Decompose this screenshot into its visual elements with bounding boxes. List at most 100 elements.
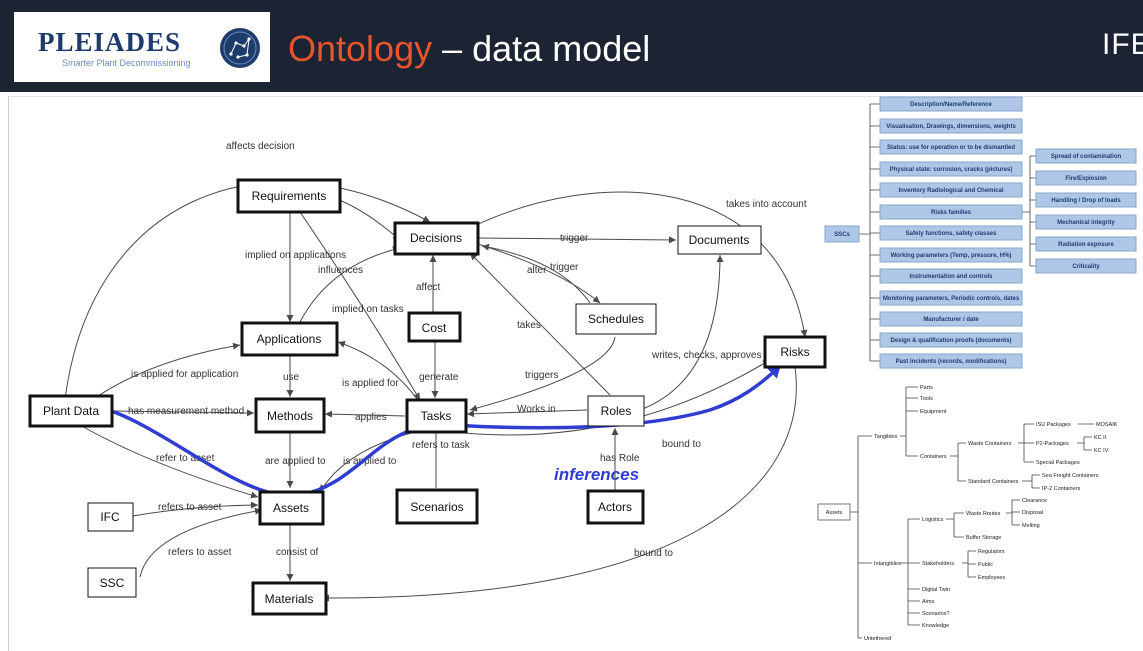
inference-label: inferences bbox=[554, 465, 639, 484]
ssc-item: Status: use for operation or to be disma… bbox=[879, 139, 1023, 155]
node-applications-label: Applications bbox=[257, 332, 322, 346]
edge-writes-checks-approves bbox=[639, 254, 724, 411]
risk-family-label: Mechanical integrity bbox=[1057, 220, 1115, 226]
title-accent: Ontology bbox=[288, 28, 433, 69]
ssc-item-label: Past incidents (records, modifications) bbox=[896, 359, 1007, 365]
risk-family: Mechanical integrity bbox=[1035, 214, 1137, 230]
tree-clearance: Clearance bbox=[1022, 498, 1047, 504]
label-refers-to-task: refers to task bbox=[412, 440, 471, 451]
ssc-item: Instrumentation and controls bbox=[879, 268, 1023, 284]
ssc-item-label: Design & qualification proofs (documents… bbox=[890, 338, 1011, 344]
ssc-item-label: Manufacturer / date bbox=[923, 317, 979, 323]
tree-containers: Containers bbox=[920, 454, 947, 460]
tree-waste-containers: Waste Containers bbox=[968, 441, 1012, 447]
label-implied-on-applications: implied on applications bbox=[245, 250, 346, 261]
assets-tree: Assets Tangibles Parts Tools Equipment C… bbox=[817, 385, 1118, 642]
node-methods-label: Methods bbox=[267, 409, 313, 423]
tree-kc2: KC II bbox=[1094, 435, 1107, 441]
edge-trigger-schedules bbox=[481, 243, 591, 304]
ssc-item-label: Status: use for operation or to be disma… bbox=[887, 145, 1015, 151]
tree-sea-freight: Sea Freight Containers bbox=[1042, 473, 1099, 479]
slide-body bbox=[8, 96, 1143, 651]
node-roles[interactable]: Roles bbox=[587, 395, 645, 427]
tree-isu-packages: ISU Packages bbox=[1036, 422, 1071, 428]
ssc-item: Design & qualification proofs (documents… bbox=[879, 332, 1023, 348]
node-cost[interactable]: Cost bbox=[407, 311, 462, 343]
constellation-icon bbox=[220, 28, 260, 68]
label-use: use bbox=[283, 372, 300, 383]
tree-disposal: Disposal bbox=[1022, 510, 1043, 516]
ssc-item: Manufacturer / date bbox=[879, 311, 1023, 327]
node-risks[interactable]: Risks bbox=[763, 335, 827, 369]
label-trigger-schedules: trigger bbox=[550, 262, 579, 273]
risk-family: Radiation exposure bbox=[1035, 236, 1137, 252]
label-writes-checks-approves: writes, checks, approves bbox=[651, 350, 762, 361]
tree-parts: Parts bbox=[920, 385, 933, 391]
tree-intangibles: Intangibles bbox=[874, 561, 901, 567]
ssc-item: Risks families bbox=[879, 204, 1023, 220]
node-ssc[interactable]: SSC bbox=[87, 567, 137, 598]
tree-tangibles: Tangibles bbox=[874, 434, 897, 440]
node-documents-label: Documents bbox=[689, 233, 750, 247]
node-risks-label: Risks bbox=[780, 345, 809, 359]
edge-refers-to-asset-ifc bbox=[132, 501, 259, 517]
node-requirements[interactable]: Requirements bbox=[236, 178, 342, 214]
node-decisions[interactable]: Decisions bbox=[393, 221, 480, 256]
node-schedules[interactable]: Schedules bbox=[575, 303, 657, 335]
logo-wordmark: PLEIADES bbox=[38, 27, 182, 57]
node-schedules-label: Schedules bbox=[588, 312, 644, 326]
tree-untethered: Untethered bbox=[864, 636, 891, 642]
label-applies: applies bbox=[355, 412, 387, 423]
label-is-applied-for-application: is applied for application bbox=[131, 369, 238, 380]
edge-refers-to-asset-ssc bbox=[139, 507, 263, 578]
node-materials[interactable]: Materials bbox=[251, 581, 328, 616]
ssc-item: Physical state: corrosion, cracks (pictu… bbox=[879, 161, 1023, 177]
node-tasks[interactable]: Tasks bbox=[405, 398, 468, 434]
label-is-applied-for: is applied for bbox=[342, 378, 399, 389]
label-affects-decision: affects decision bbox=[226, 141, 295, 152]
node-roles-label: Roles bbox=[601, 404, 632, 418]
node-applications[interactable]: Applications bbox=[240, 321, 339, 357]
ssc-item-label: Safety functions, safety classes bbox=[906, 231, 997, 237]
risk-family: Fire/Explosion bbox=[1035, 170, 1137, 186]
ssc-item-label: Instrumentation and controls bbox=[909, 274, 993, 280]
ssc-root-label: SSCs bbox=[834, 232, 850, 238]
assets-tree-connectors bbox=[850, 386, 1094, 639]
label-influences: influences bbox=[318, 265, 363, 276]
edge-takes bbox=[469, 252, 611, 396]
ssc-item-label: Inventory Radiological and Chemical bbox=[898, 188, 1003, 194]
label-generate: generate bbox=[419, 372, 459, 383]
tree-kc4: KC IV bbox=[1094, 448, 1109, 454]
ssc-item: Visualisation, Drawings, dimensions, wei… bbox=[879, 118, 1023, 134]
risk-connectors bbox=[1022, 155, 1036, 267]
tree-ip2: IP-2 Containers bbox=[1042, 486, 1080, 492]
tree-mosaik: MOSAIK bbox=[1096, 422, 1118, 428]
node-tasks-label: Tasks bbox=[421, 409, 452, 423]
label-has-role: has Role bbox=[600, 453, 640, 464]
edge-has-measurement-method bbox=[112, 409, 255, 417]
node-methods[interactable]: Methods bbox=[254, 397, 326, 434]
tree-aims: Aims bbox=[922, 599, 934, 605]
risk-family: Criticality bbox=[1035, 258, 1137, 274]
node-scenarios[interactable]: Scenarios bbox=[395, 488, 479, 525]
label-alter: alter bbox=[527, 265, 547, 276]
node-requirements-label: Requirements bbox=[252, 189, 327, 203]
ssc-item-label: Visualisation, Drawings, dimensions, wei… bbox=[886, 124, 1016, 130]
tree-digital-twin: Digital Twin bbox=[922, 587, 950, 593]
node-documents[interactable]: Documents bbox=[677, 225, 762, 255]
label-trigger-documents: trigger bbox=[560, 233, 589, 244]
label-bound-to-materials: bound to bbox=[634, 548, 673, 559]
edge-alter bbox=[477, 243, 601, 304]
node-ifc[interactable]: IFC bbox=[87, 502, 134, 532]
node-actors[interactable]: Actors bbox=[586, 489, 645, 525]
ssc-panel: SSCs Description/Name/Reference Visualis… bbox=[824, 96, 1137, 369]
node-plant-data[interactable]: Plant Data bbox=[28, 394, 114, 428]
risk-family-label: Spread of contamination bbox=[1051, 154, 1122, 160]
label-affect: affect bbox=[416, 282, 440, 293]
ssc-item-label: Physical state: corrosion, cracks (pictu… bbox=[890, 167, 1013, 173]
label-has-measurement-method: has measurement method bbox=[128, 406, 244, 417]
node-assets[interactable]: Assets bbox=[258, 490, 325, 526]
node-ifc-label: IFC bbox=[100, 510, 120, 524]
node-plant-data-label: Plant Data bbox=[43, 404, 99, 418]
